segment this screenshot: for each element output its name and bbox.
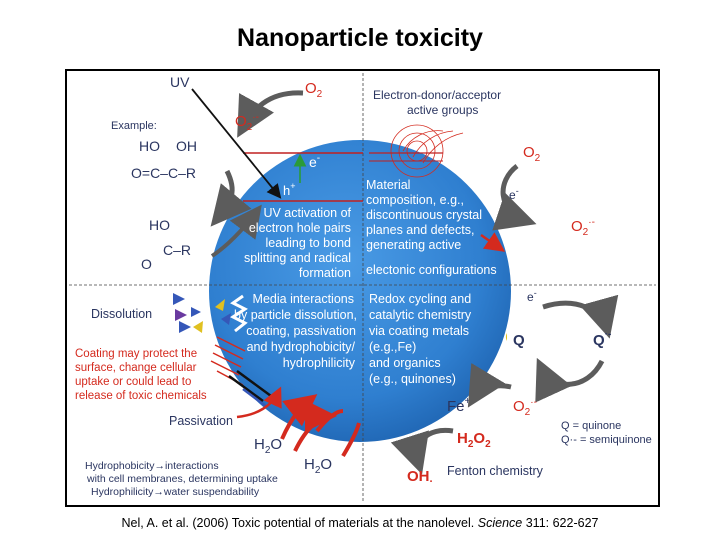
svg-text:Electron-donor/acceptor: Electron-donor/acceptor — [373, 88, 501, 102]
media-interactions-text: Media interactions by particle dissoluti… — [234, 292, 357, 370]
superoxide-top: O2·- — [235, 112, 259, 133]
chem-o: O — [141, 256, 152, 272]
electron-right-1: e- — [509, 186, 519, 202]
svg-text:catalytic chemistry: catalytic chemistry — [369, 308, 472, 322]
svg-text:and hydrophobicity/: and hydrophobicity/ — [247, 340, 356, 354]
chem-line-4: C–R — [163, 242, 191, 258]
fenton-chemistry-label: Fenton chemistry — [447, 464, 544, 478]
svg-text:(e.g.,Fe): (e.g.,Fe) — [369, 340, 416, 354]
citation-suffix: 311: 622-627 — [525, 516, 599, 530]
water-interaction-arrows — [280, 394, 361, 458]
hydrogen-peroxide: H2O2 — [457, 430, 491, 450]
svg-text:Hydrophobicity→interactions: Hydrophobicity→interactions — [85, 460, 219, 472]
superoxide-right: O2·- — [571, 217, 595, 238]
electron-label: e- — [309, 153, 320, 170]
svg-text:composition, e.g.,: composition, e.g., — [366, 193, 464, 207]
svg-text:via coating metals: via coating metals — [369, 324, 469, 338]
svg-text:active groups: active groups — [407, 103, 478, 117]
svg-text:Q = quinone: Q = quinone — [561, 420, 621, 432]
svg-text:Coating may protect the: Coating may protect the — [75, 348, 197, 360]
chem-ho-1: HO — [139, 138, 160, 154]
svg-text:and organics: and organics — [369, 356, 441, 370]
electron-donor-text: Electron-donor/acceptor active groups — [373, 88, 501, 117]
uv-label: UV — [170, 74, 190, 90]
svg-text:generating active: generating active — [366, 238, 461, 252]
semiquinone-q: Q·- — [593, 329, 611, 349]
quinone-legend: Q = quinone Q·- = semiquinone — [561, 420, 652, 446]
svg-text:splitting and radical: splitting and radical — [244, 251, 351, 265]
iron-label: Fe++ — [447, 396, 476, 415]
svg-text:Hydrophilicity→water suspendab: Hydrophilicity→water suspendability — [91, 486, 260, 498]
svg-text:Redox cycling and: Redox cycling and — [369, 292, 471, 306]
nanoparticle-sphere — [209, 140, 511, 442]
svg-text:(e.g., quinones): (e.g., quinones) — [369, 372, 456, 386]
material-text: Material composition, e.g., discontinuou… — [366, 178, 497, 277]
chem-line-2: O=C–C–R — [131, 165, 196, 181]
svg-text:Material: Material — [366, 178, 410, 192]
dissolution-label: Dissolution — [91, 307, 152, 321]
svg-text:release of toxic chemicals: release of toxic chemicals — [75, 390, 207, 402]
svg-text:surface, change cellular: surface, change cellular — [75, 362, 197, 374]
quinone-q: Q — [513, 332, 525, 349]
svg-text:uptake or could lead to: uptake or could lead to — [75, 376, 191, 388]
toxicity-diagram: UV O2 O2·- Example: HO OH O=C–C–R HO C–R… — [65, 69, 660, 507]
o2-top: O2 — [305, 80, 323, 100]
svg-text:Q·- = semiquinone: Q·- = semiquinone — [561, 434, 652, 446]
svg-text:by particle dissolution,: by particle dissolution, — [234, 308, 357, 322]
svg-text:planes and defects,: planes and defects, — [366, 223, 474, 237]
redox-text: Redox cycling and catalytic chemistry vi… — [369, 292, 472, 386]
passivation-label: Passivation — [169, 414, 233, 428]
coating-text: Coating may protect the surface, change … — [75, 348, 207, 402]
svg-text:electonic configurations: electonic configurations — [366, 263, 497, 277]
chem-ho-2: HO — [149, 217, 170, 233]
citation-journal: Science — [477, 516, 523, 530]
svg-text:Media interactions: Media interactions — [253, 292, 354, 306]
svg-text:discontinuous crystal: discontinuous crystal — [366, 208, 482, 222]
hydroxyl-radical: OH· — [407, 468, 433, 488]
page-title: Nanoparticle toxicity — [237, 24, 483, 52]
hydrophobicity-text: Hydrophobicity→interactions with cell me… — [85, 460, 278, 498]
o2-right: O2 — [523, 144, 541, 164]
svg-text:electron hole pairs: electron hole pairs — [249, 221, 351, 235]
example-label: Example: — [111, 120, 157, 132]
svg-text:hydrophilicity: hydrophilicity — [283, 356, 356, 370]
h2o-right: H2O — [304, 456, 332, 476]
diagram-svg: UV O2 O2·- Example: HO OH O=C–C–R HO C–R… — [69, 73, 656, 503]
hole-label: h+ — [283, 181, 296, 198]
dissolution-triangles — [173, 293, 231, 333]
electron-right-2: e- — [527, 288, 537, 304]
superoxide-lower: O2·- — [513, 397, 537, 418]
svg-text:formation: formation — [299, 266, 351, 280]
uv-activation-text: UV activation of electron hole pairs lea… — [244, 206, 352, 280]
o2-reduction-arrow-top — [237, 90, 304, 138]
chem-oh: OH — [176, 138, 197, 154]
svg-text:leading to bond: leading to bond — [266, 236, 352, 250]
citation-prefix: Nel, A. et al. (2006) Toxic potential of… — [121, 516, 475, 530]
h2o-left: H2O — [254, 436, 282, 456]
svg-text:with cell membranes, determini: with cell membranes, determining uptake — [86, 473, 278, 485]
uv-arrow — [191, 88, 282, 199]
citation: Nel, A. et al. (2006) Toxic potential of… — [0, 516, 720, 530]
svg-text:UV activation of: UV activation of — [263, 206, 351, 220]
svg-text:coating, passivation: coating, passivation — [246, 324, 356, 338]
